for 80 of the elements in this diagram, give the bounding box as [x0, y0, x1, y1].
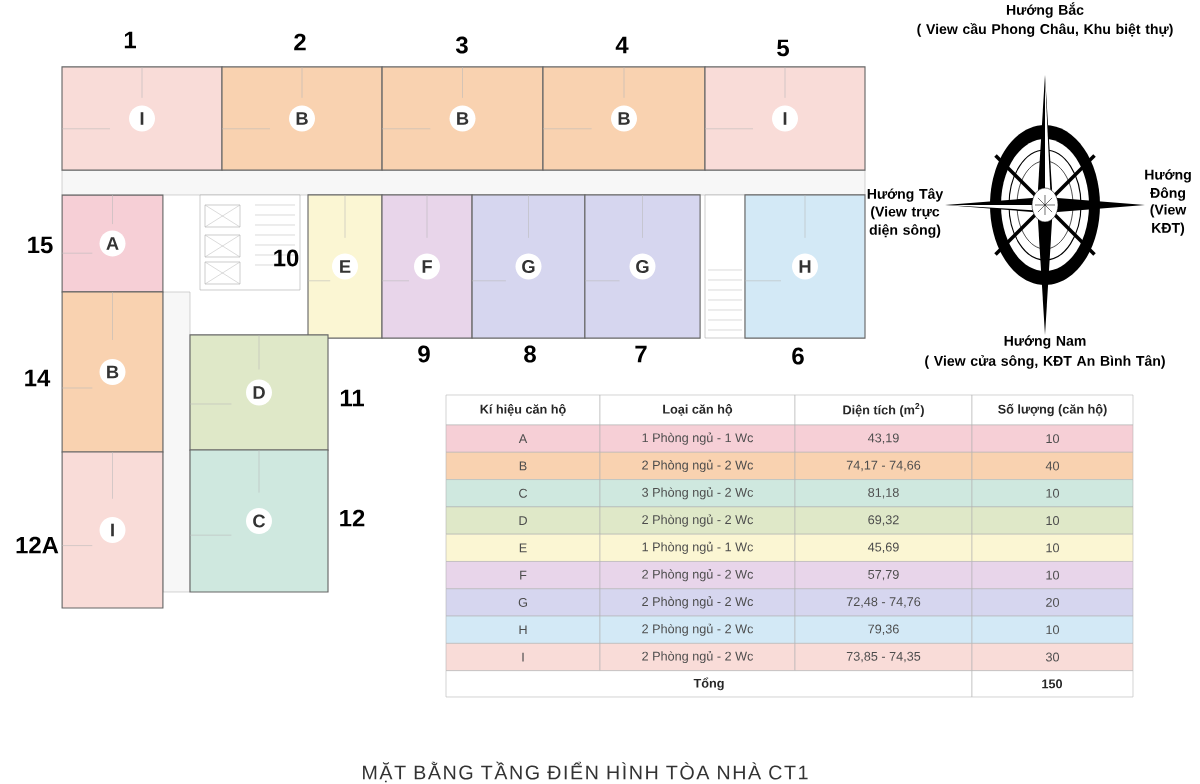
- direction-label: Hướng Nam: [1004, 335, 1086, 349]
- unit-number: 1: [124, 31, 136, 49]
- table-cell: 2 Phòng ngủ - 2 Wc: [599, 452, 796, 480]
- apartment-unit: D: [189, 334, 329, 451]
- table-cell: 2 Phòng ngủ - 2 Wc: [599, 643, 796, 671]
- title: MẶT BẰNG TẦNG ĐIỂN HÌNH TÒA NHÀ CT1: [363, 761, 808, 783]
- direction-label: Hướng Đông: [1145, 169, 1191, 201]
- apartment-unit: B: [61, 291, 164, 453]
- table-cell: 74,17 - 74,66: [794, 452, 973, 480]
- table-cell: 10: [971, 561, 1134, 590]
- unit-number: 3: [455, 36, 468, 54]
- unit-number: 8: [524, 345, 536, 363]
- table-cell: G: [445, 588, 601, 617]
- apartment-unit: F: [381, 194, 473, 339]
- table-cell: B: [445, 452, 601, 480]
- unit-number: 9: [418, 345, 430, 363]
- table-cell: 30: [971, 643, 1134, 671]
- unit-number: 4: [615, 36, 629, 54]
- table-cell: 10: [971, 424, 1134, 453]
- table-cell: H: [445, 615, 601, 644]
- unit-number: 15: [28, 236, 53, 254]
- table-cell: 10: [971, 506, 1134, 535]
- unit-number: 6: [792, 347, 804, 365]
- table-cell: 72,48 - 74,76: [794, 588, 973, 617]
- table-cell: F: [445, 561, 601, 590]
- apartment-unit: A: [61, 194, 164, 293]
- table-cell: 10: [971, 479, 1134, 508]
- apartment-unit: B: [542, 66, 706, 171]
- apartment-unit: I: [61, 451, 164, 609]
- apartment-unit: H: [744, 194, 866, 339]
- apartment-unit: B: [381, 66, 544, 171]
- unit-number: 10: [274, 249, 299, 267]
- apartment-unit: I: [61, 66, 223, 171]
- table-cell: 73,85 - 74,35: [794, 643, 973, 671]
- table-cell: 40: [971, 452, 1134, 480]
- apartment-unit: B: [221, 66, 383, 171]
- table-cell: 45,69: [794, 533, 973, 562]
- table-cell: 1 Phòng ngủ - 1 Wc: [599, 533, 796, 562]
- table-cell: 10: [971, 533, 1134, 562]
- table-cell: I: [445, 643, 601, 671]
- table-cell: D: [445, 506, 601, 535]
- unit-number: 12: [340, 509, 365, 527]
- direction-label: (View trực diện sông): [869, 206, 941, 238]
- table-cell: 81,18: [794, 479, 973, 508]
- apartment-unit: G: [471, 194, 586, 339]
- table-cell: 20: [971, 588, 1134, 617]
- table-cell: 3 Phòng ngủ - 2 Wc: [599, 479, 796, 508]
- table-cell: 1 Phòng ngủ - 1 Wc: [599, 424, 796, 453]
- unit-number: 14: [25, 369, 51, 387]
- apartment-unit: E: [307, 194, 383, 339]
- table-cell: 2 Phòng ngủ - 2 Wc: [599, 506, 796, 535]
- apartment-unit: G: [584, 194, 701, 339]
- apartment-unit: C: [189, 449, 329, 593]
- table-cell: E: [445, 533, 601, 562]
- table-cell: 57,79: [794, 561, 973, 590]
- unit-number: 5: [777, 39, 789, 57]
- table-cell: 150: [971, 670, 1134, 698]
- direction-label: ( View cầu Phong Châu, Khu biệt thự): [917, 23, 1173, 37]
- unit-number: 11: [340, 389, 364, 407]
- table-cell: Số lượng (căn hộ): [971, 394, 1134, 426]
- table-cell: Loại căn hộ: [599, 394, 796, 426]
- unit-number: 12A: [16, 536, 59, 554]
- table-cell: 79,36: [794, 615, 973, 644]
- table-cell: Kí hiệu căn hộ: [445, 394, 601, 426]
- table-cell: 2 Phòng ngủ - 2 Wc: [599, 588, 796, 617]
- direction-label: (View KĐT): [1150, 204, 1187, 236]
- table-cell: A: [445, 424, 601, 453]
- direction-label: Hướng Tây: [867, 188, 944, 202]
- direction-label: ( View cửa sông, KĐT An Bình Tân): [925, 355, 1165, 369]
- direction-label: Hướng Bắc: [1006, 2, 1084, 18]
- table-cell: 43,19: [794, 424, 973, 453]
- table-cell: 2 Phòng ngủ - 2 Wc: [599, 615, 796, 644]
- unit-number: 7: [635, 345, 647, 363]
- table-cell: 69,32: [794, 506, 973, 535]
- table-cell: Diện tích (m$^{2}$): [794, 394, 973, 426]
- apartment-unit: I: [704, 66, 866, 171]
- table-cell: 2 Phòng ngủ - 2 Wc: [599, 561, 796, 590]
- table-cell: C: [445, 479, 601, 508]
- unit-number: 2: [294, 33, 306, 51]
- table-cell: 10: [971, 615, 1134, 644]
